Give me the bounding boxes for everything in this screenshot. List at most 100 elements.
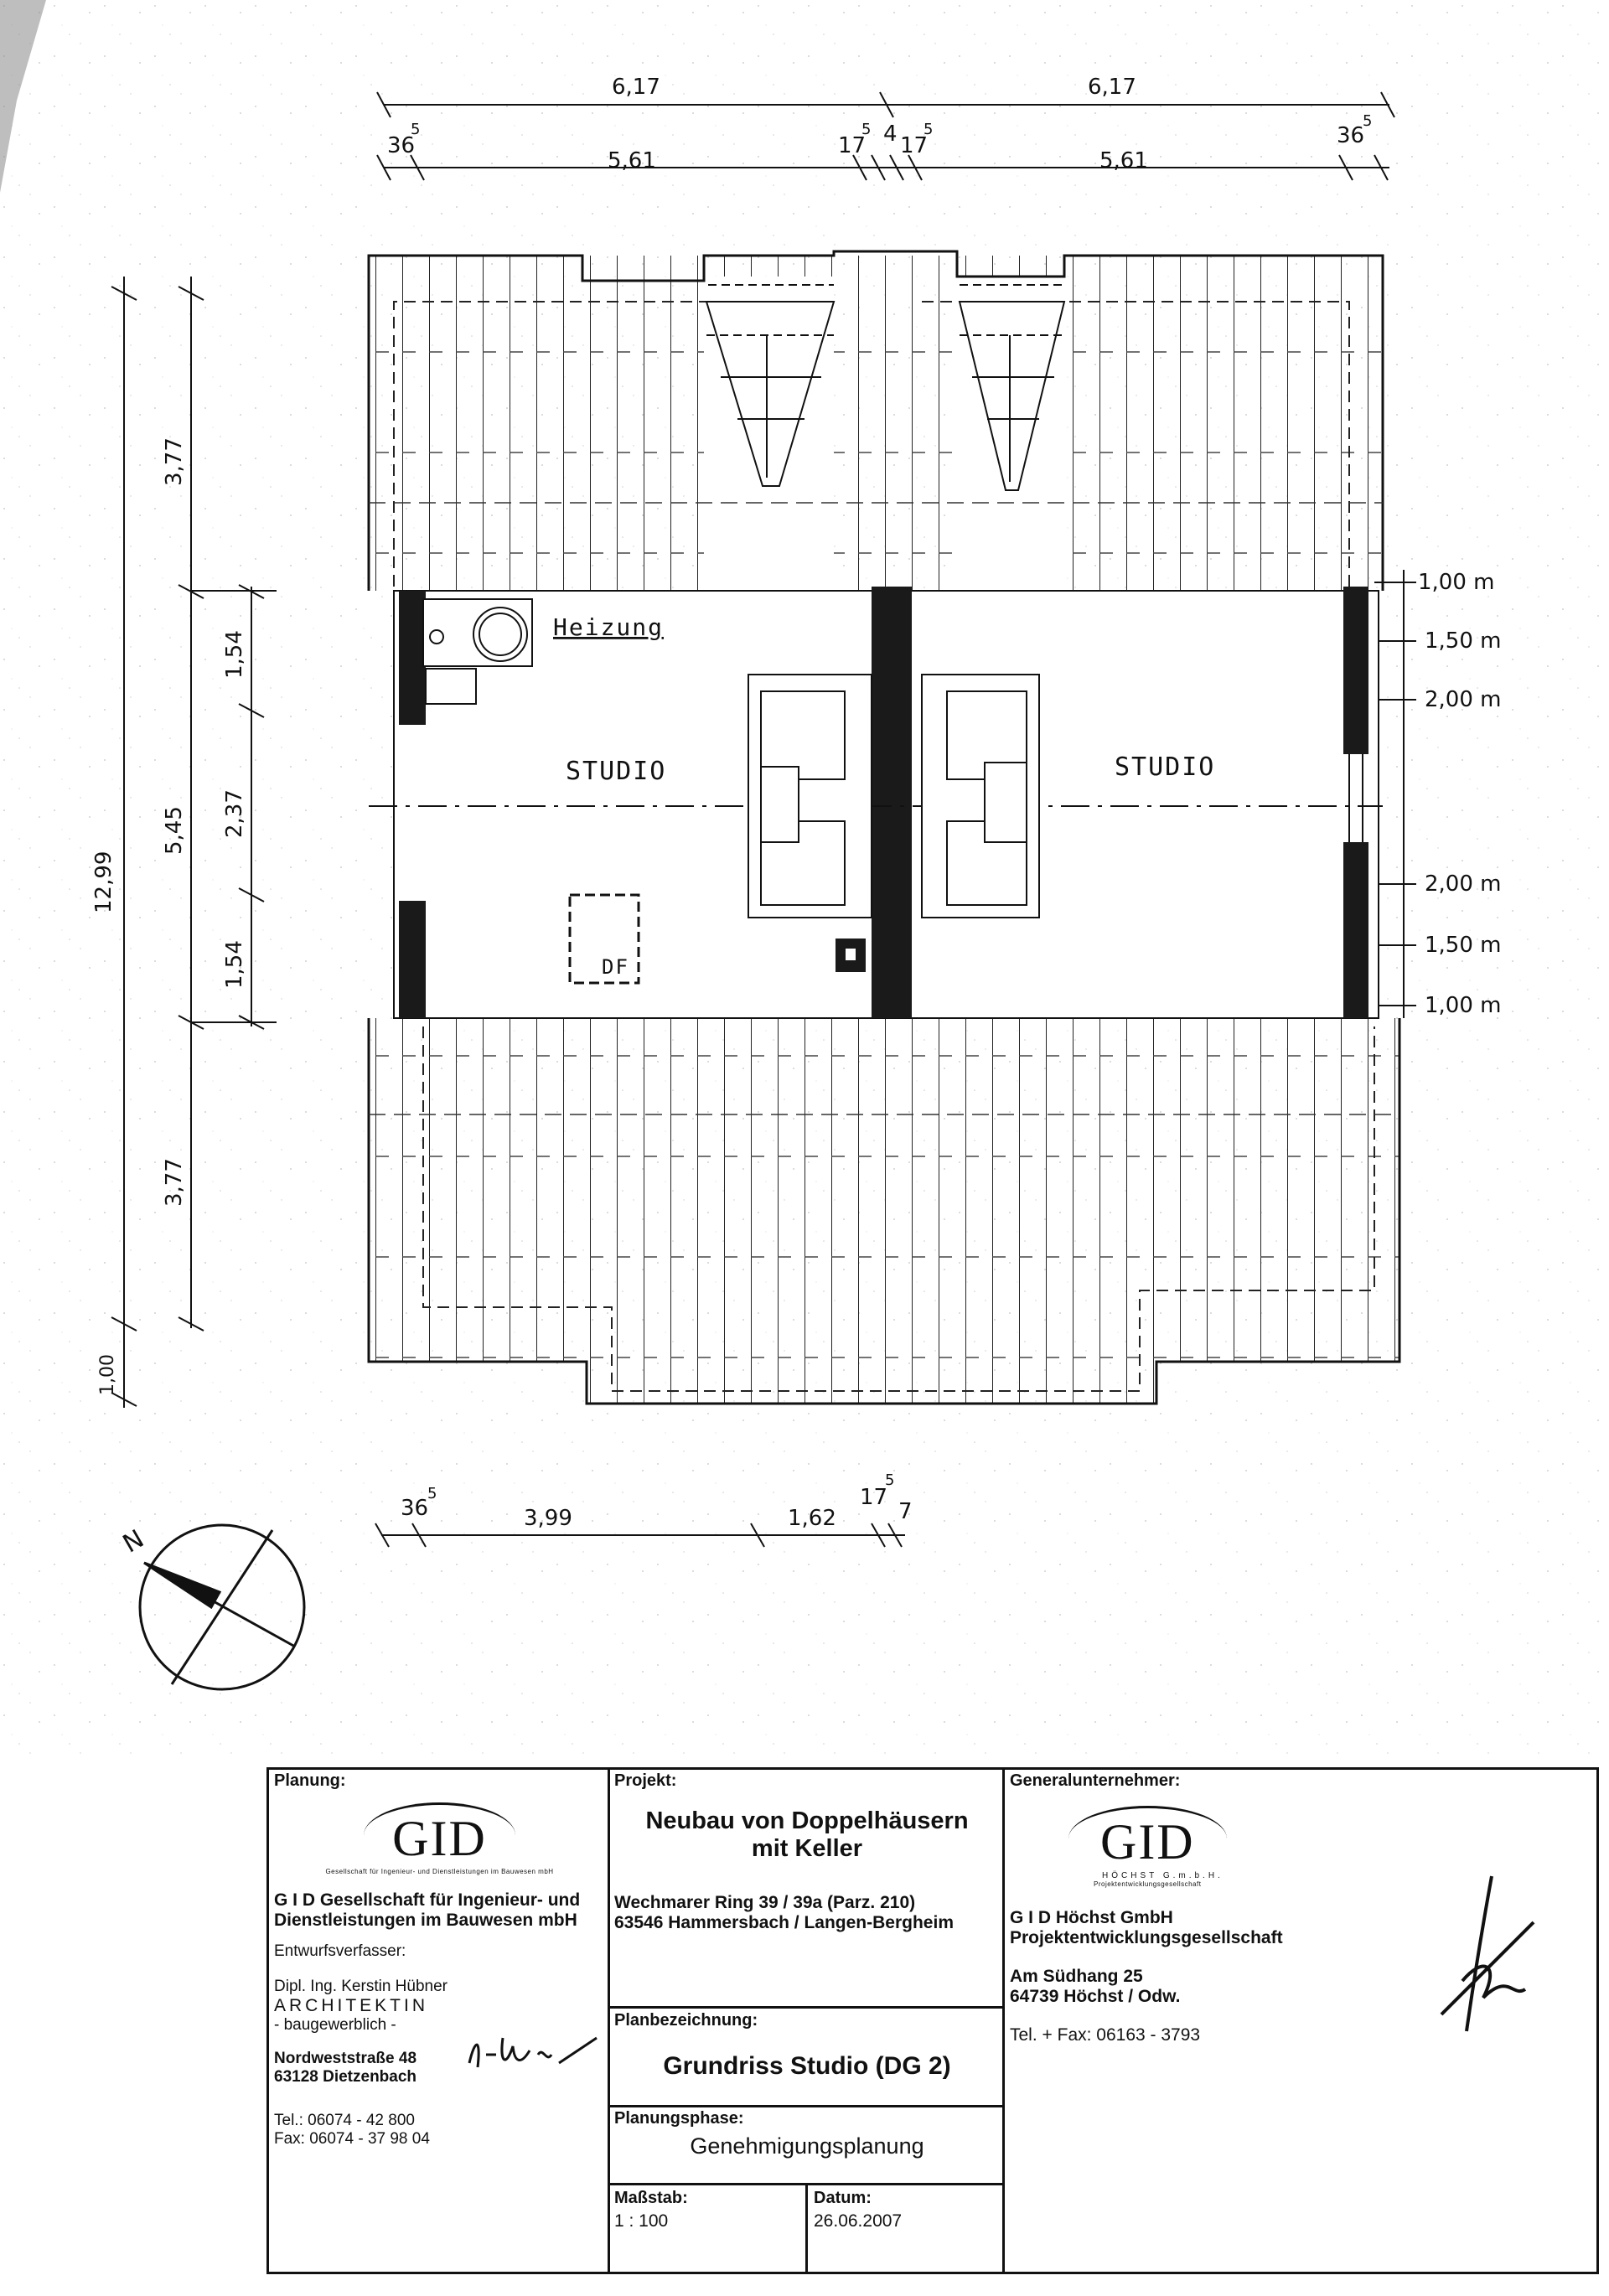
- dim-bottom-wall-sup: 5: [427, 1485, 437, 1502]
- planung-city: 63128 Dietzenbach: [274, 2068, 417, 2086]
- gu-address: Am Südhang 25 64739 Höchst / Odw.: [1010, 1967, 1596, 2007]
- planung-company: G I D Gesellschaft für Ingenieur- und Di…: [274, 1890, 605, 1931]
- height-mark-4: 2,00 m: [1425, 871, 1501, 897]
- dim-bottom-wall: 36: [401, 1496, 428, 1521]
- projekt-title-line1: Neubau von Doppelhäusern: [645, 1807, 969, 1834]
- dim-left-floor: 5,45: [162, 806, 187, 855]
- planung-column: Planung: GID Gesellschaft für Ingenieur-…: [274, 1771, 605, 2271]
- planungsphase-value: Genehmigungsplanung: [690, 2133, 924, 2159]
- divider-scale-date: [805, 2185, 808, 2274]
- dim-party-left-sup: 5: [861, 121, 871, 138]
- roof-lower: [367, 1018, 1401, 1405]
- chimney-flue: [846, 949, 856, 960]
- dim-span-right: 5,61: [1099, 148, 1148, 173]
- datum-value: 26.06.2007: [814, 2211, 903, 2231]
- dim-bottom-joint: 7: [898, 1499, 913, 1524]
- dim-wall-left-sup: 5: [411, 121, 420, 138]
- generalunternehmer-column: Generalunternehmer: GID HÖCHST G.m.b.H. …: [1010, 1771, 1596, 2271]
- planbezeichnung-cell: Planbezeichnung: Grundriss Studio (DG 2): [614, 2011, 1000, 2103]
- planungsphase-label: Planungsphase:: [614, 2109, 744, 2128]
- dim-wall-right: 36: [1337, 123, 1364, 148]
- dim-bottom-stairs: 1,62: [788, 1506, 836, 1531]
- dim-wall-left: 36: [387, 133, 415, 158]
- massstab-value: 1 : 100: [614, 2211, 669, 2231]
- datum-cell: Datum: 26.06.2007: [814, 2189, 1000, 2273]
- projekt-label: Projekt:: [614, 1771, 677, 1790]
- dormer-right: [958, 284, 1066, 491]
- scan-edge-shadow: [0, 0, 46, 193]
- height-mark-1: 1,00 m: [1418, 570, 1494, 595]
- gu-phone: Tel. + Fax: 06163 - 3793: [1010, 2025, 1201, 2045]
- dim-inner-middle: 2,37: [222, 789, 247, 838]
- planbezeichnung-label: Planbezeichnung:: [614, 2011, 758, 2030]
- dim-span-left: 5,61: [608, 148, 656, 173]
- height-mark-3: 2,00 m: [1425, 687, 1501, 712]
- projekt-cell: Projekt: Neubau von Doppelhäusern mit Ke…: [614, 1771, 1000, 2004]
- dim-party-right: 17: [900, 133, 928, 158]
- dim-left-eave: 1,00: [97, 1354, 118, 1395]
- gu-company-line1: G I D Höchst GmbH: [1010, 1908, 1173, 1927]
- generalunternehmer-label: Generalunternehmer:: [1010, 1771, 1181, 1790]
- planung-fax: Fax: 06074 - 37 98 04: [274, 2130, 430, 2148]
- gu-company-line2: Projektentwicklungsgesellschaft: [1010, 1928, 1283, 1947]
- entwurf-label: Entwurfsverfasser:: [274, 1942, 406, 1960]
- skylight-label: DF: [602, 955, 629, 979]
- stairs-left: [748, 674, 872, 918]
- projekt-address-line1: Wechmarer Ring 39 / 39a (Parz. 210): [614, 1893, 916, 1912]
- dim-left-roof-top: 3,77: [162, 437, 187, 486]
- gu-logo-wrap: GID HÖCHST G.m.b.H. Projektentwicklungsg…: [1068, 1806, 1596, 1888]
- dim-party-joint: 4: [883, 122, 898, 147]
- divider-col-1: [608, 1770, 610, 2274]
- dim-left-roof-bottom: 3,77: [162, 1158, 187, 1207]
- dim-bottom-party: 17: [860, 1485, 887, 1510]
- projekt-title: Neubau von Doppelhäusern mit Keller: [614, 1807, 1000, 1863]
- datum-label: Datum:: [814, 2189, 872, 2207]
- stairs-right: [921, 674, 1040, 918]
- divider-row-phase: [610, 2183, 1002, 2185]
- gu-street: Am Südhang 25: [1010, 1967, 1143, 1986]
- roof-upper: [367, 250, 1384, 591]
- planung-logo: GID: [364, 1802, 515, 1868]
- dimension-lines: [111, 91, 1416, 1548]
- planung-logo-wrap: GID Gesellschaft für Ingenieur- und Dien…: [274, 1802, 605, 1875]
- dim-inner-top: 1,54: [222, 630, 247, 679]
- dim-top-left-overall: 6,17: [612, 75, 660, 100]
- dim-left-total: 12,99: [91, 851, 116, 913]
- compass-icon: [138, 1523, 306, 1691]
- height-mark-2: 1,50 m: [1425, 628, 1501, 654]
- architect-note: - baugewerblich -: [274, 2016, 396, 2034]
- divider-row-plan: [610, 2105, 1002, 2107]
- projekt-title-line2: mit Keller: [751, 1835, 863, 1862]
- planung-tel: Tel.: 06074 - 42 800: [274, 2112, 415, 2129]
- heating-label: Heizung: [553, 613, 664, 641]
- gu-signature: [1440, 1875, 1535, 2032]
- studio-right-label: STUDIO: [1115, 752, 1215, 782]
- massstab-cell: Maßstab: 1 : 100: [614, 2189, 803, 2273]
- architect-name: Dipl. Ing. Kerstin Hübner: [274, 1978, 448, 1995]
- gu-company: G I D Höchst GmbH Projektentwicklungsges…: [1010, 1908, 1596, 1948]
- dim-party-left: 17: [838, 133, 866, 158]
- divider-row-projekt: [610, 2006, 1002, 2009]
- height-mark-6: 1,00 m: [1425, 993, 1501, 1018]
- floor-plan-drawing: 6,17 6,17 36 5 5,61 17 5 4 17 5 5,61 36 …: [0, 0, 1609, 1760]
- gu-logo-subtitle1: HÖCHST G.m.b.H.: [1102, 1871, 1224, 1880]
- dim-bottom-span: 3,99: [524, 1506, 572, 1531]
- dormer-left: [705, 284, 836, 487]
- architect-signature: [468, 2036, 598, 2068]
- dim-wall-right-sup: 5: [1363, 112, 1372, 130]
- planungsphase-cell: Planungsphase: Genehmigungsplanung: [614, 2109, 1000, 2181]
- dim-bottom-party-sup: 5: [885, 1471, 894, 1489]
- architect-title: ARCHITEKTIN: [274, 1996, 429, 2015]
- gu-logo: GID: [1068, 1806, 1227, 1871]
- planung-company-line1: G I D Gesellschaft für Ingenieur- und: [274, 1890, 581, 1910]
- planbezeichnung-value: Grundriss Studio (DG 2): [663, 2052, 951, 2080]
- title-block: Planung: GID Gesellschaft für Ingenieur-…: [266, 1767, 1599, 2274]
- planung-label: Planung:: [274, 1771, 346, 1790]
- gu-city: 64739 Höchst / Odw.: [1010, 1987, 1181, 2006]
- planung-company-line2: Dienstleistungen im Bauwesen mbH: [274, 1911, 577, 1930]
- heating-unit: [422, 598, 533, 705]
- dimension-texts: 6,17 6,17 36 5 5,61 17 5 4 17 5 5,61 36 …: [91, 75, 1501, 1531]
- planung-street: Nordweststraße 48: [274, 2050, 417, 2067]
- massstab-label: Maßstab:: [614, 2189, 688, 2207]
- studio-left-label: STUDIO: [566, 757, 666, 786]
